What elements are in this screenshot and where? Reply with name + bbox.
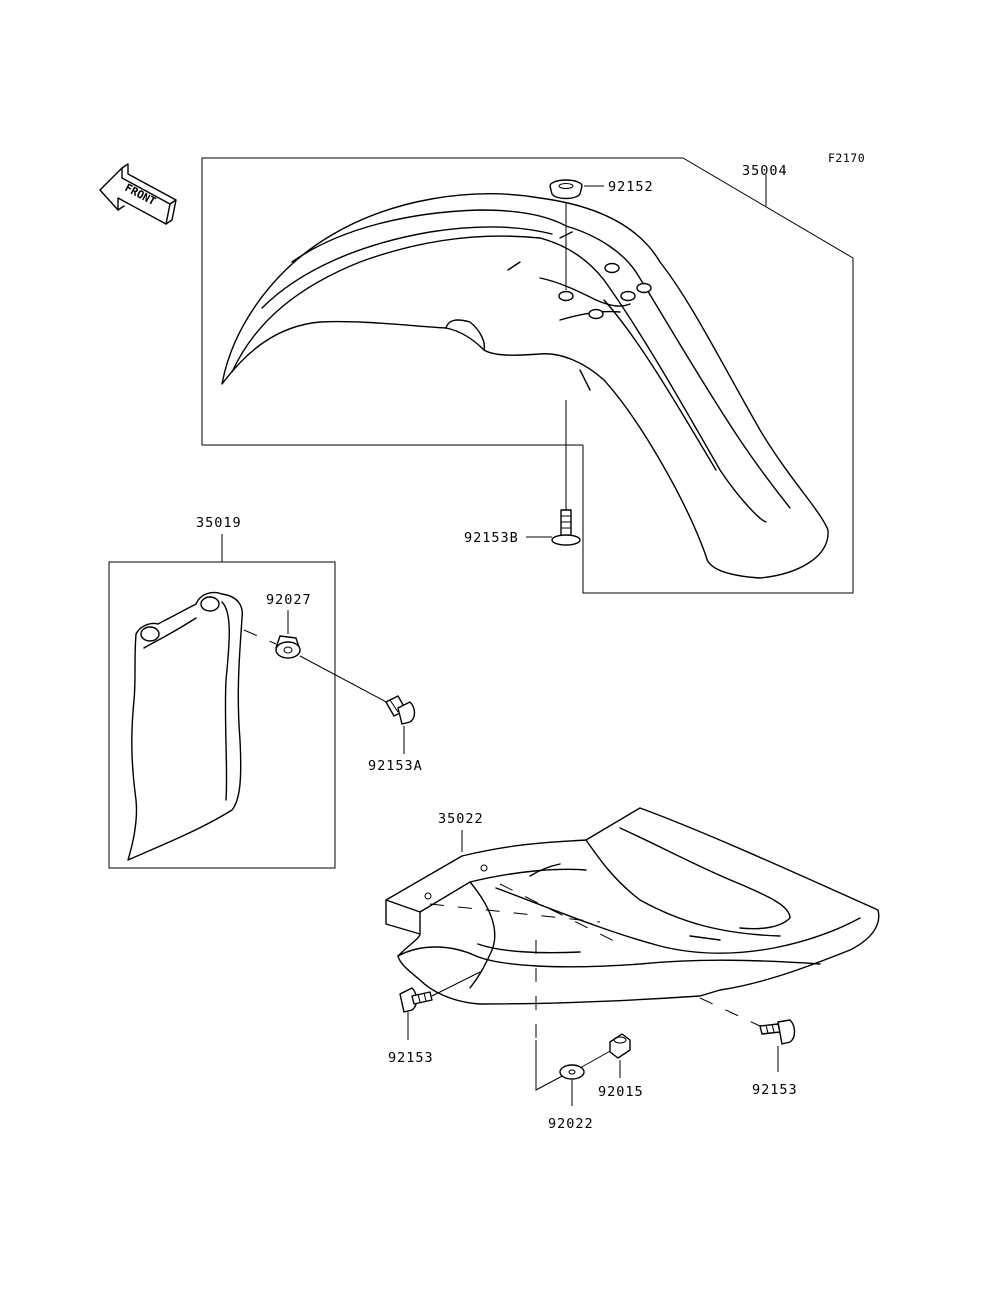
- flap-part-number: 35019: [196, 515, 242, 531]
- rear-bolt-right: [759, 1019, 796, 1045]
- grommet: [549, 179, 583, 200]
- washer-nut-axis: [579, 1049, 613, 1069]
- rear-left-bolt-part-number: 92153: [388, 1050, 434, 1066]
- flap-bolt-part-number: 92153A: [368, 758, 423, 774]
- collar-axis-left: [243, 629, 277, 645]
- rear-fender-part-number: 35022: [438, 811, 484, 827]
- washer: [559, 1064, 585, 1080]
- washer-bracket: [535, 1040, 567, 1091]
- fender-flap: [127, 591, 243, 861]
- flap-collar: [275, 635, 301, 659]
- washer-part-number: 92022: [548, 1116, 594, 1132]
- flap-group-frame: [108, 561, 336, 869]
- front-fender: [221, 193, 829, 579]
- grommet-part-number: 92152: [608, 179, 654, 195]
- rear-left-bolt-axis: [431, 971, 481, 997]
- front-bolt-part-number: 92153B: [464, 530, 519, 546]
- rear-bolt-left: [399, 987, 433, 1013]
- front-fender-part-number: 35004: [742, 163, 788, 179]
- figure-code: F2170: [828, 151, 865, 165]
- front-fender-bolt: [551, 509, 581, 546]
- collar-axis-right: [299, 655, 391, 705]
- front-fender-group-frame: [201, 157, 854, 594]
- nut: [609, 1033, 631, 1059]
- rear-fender: [385, 807, 880, 1005]
- nut-part-number: 92015: [598, 1084, 644, 1100]
- rear-right-bolt-part-number: 92153: [752, 1082, 798, 1098]
- flap-bolt: [385, 695, 416, 725]
- front-arrow-icon: FRONT: [99, 163, 177, 225]
- collar-part-number: 92027: [266, 592, 312, 608]
- rear-right-bolt-axis: [699, 997, 761, 1027]
